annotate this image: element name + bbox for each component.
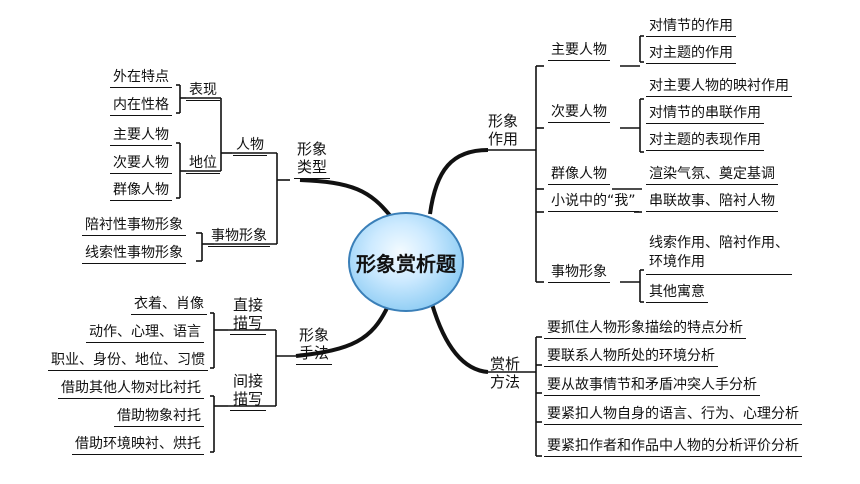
node-status: 地位 xyxy=(186,155,220,174)
item-method: 要抓住人物形象描绘的特点分析 xyxy=(544,320,746,339)
item-status: 主要人物 xyxy=(110,127,172,146)
node-group-characters: 群像人物 xyxy=(548,166,610,185)
item-status: 次要人物 xyxy=(110,155,172,174)
item-function: 其他寓意 xyxy=(646,284,708,303)
item-function: 对情节的串联作用 xyxy=(646,105,764,124)
item-object: 陪衬性事物形象 xyxy=(82,217,186,236)
item-function: 对情节的作用 xyxy=(646,18,736,37)
branch-line: 类型 xyxy=(294,158,331,179)
branch-line: 赏析 xyxy=(490,355,521,373)
item-expression: 外在特点 xyxy=(110,69,172,88)
node-object-image-function: 事物形象 xyxy=(548,264,610,283)
item-method: 要联系人物所处的环境分析 xyxy=(544,348,718,367)
branch-analysis-methods: 赏析 方法 xyxy=(490,355,520,391)
node-line: 描写 xyxy=(230,314,267,335)
item-indirect: 借助其他人物对比衬托 xyxy=(58,380,204,399)
item-function: 线索作用、陪衬作用、 环境作用 xyxy=(646,234,792,275)
item-indirect: 借助物象衬托 xyxy=(114,408,204,427)
node-expression: 表现 xyxy=(186,82,220,101)
node-indirect: 间接 描写 xyxy=(230,372,267,411)
node-minor-character: 次要人物 xyxy=(548,104,610,123)
item-direct: 动作、心理、语言 xyxy=(86,324,204,343)
node-first-person: 小说中的“我” xyxy=(548,193,639,212)
branch-image-types: 形象 类型 xyxy=(294,140,331,179)
branch-line: 形象 xyxy=(488,112,519,130)
item-indirect: 借助环境映衬、烘托 xyxy=(72,436,204,455)
branch-line: 方法 xyxy=(490,373,521,391)
item-function: 渲染气氛、奠定基调 xyxy=(646,166,778,185)
node-line: 间接 xyxy=(233,372,264,390)
node-object-image: 事物形象 xyxy=(208,228,270,247)
item-expression: 内在性格 xyxy=(110,97,172,116)
node-direct: 直接 描写 xyxy=(230,296,267,335)
item-line: 线索作用、陪衬作用、 xyxy=(649,235,789,251)
node-line: 直接 xyxy=(233,296,264,314)
branch-line: 手法 xyxy=(296,344,333,365)
item-line: 环境作用 xyxy=(649,254,705,270)
node-line: 描写 xyxy=(230,390,267,411)
item-function: 对主要人物的映衬作用 xyxy=(646,78,792,97)
item-direct: 职业、身份、地位、习惯 xyxy=(48,352,208,371)
item-function: 串联故事、陪衬人物 xyxy=(646,193,778,212)
item-method: 要紧扣人物自身的语言、行为、心理分析 xyxy=(544,406,802,425)
node-person: 人物 xyxy=(233,137,267,156)
branch-line: 作用 xyxy=(488,130,519,148)
item-method: 要从故事情节和矛盾冲突人手分析 xyxy=(544,377,760,396)
branch-image-functions: 形象 作用 xyxy=(488,112,518,148)
branch-image-techniques: 形象 手法 xyxy=(296,326,333,365)
item-method: 要紧扣作者和作品中人物的分析评价分析 xyxy=(544,438,802,457)
node-main-character: 主要人物 xyxy=(548,42,610,61)
center-topic: 形象赏析题 xyxy=(348,212,464,312)
item-direct: 衣着、肖像 xyxy=(131,296,207,315)
item-function: 对主题的作用 xyxy=(646,45,736,64)
item-object: 线索性事物形象 xyxy=(82,245,186,264)
branch-line: 形象 xyxy=(299,326,330,344)
center-title: 形象赏析题 xyxy=(356,251,456,276)
item-status: 群像人物 xyxy=(110,182,172,201)
item-function: 对主题的表现作用 xyxy=(646,132,764,151)
branch-line: 形象 xyxy=(297,140,328,158)
